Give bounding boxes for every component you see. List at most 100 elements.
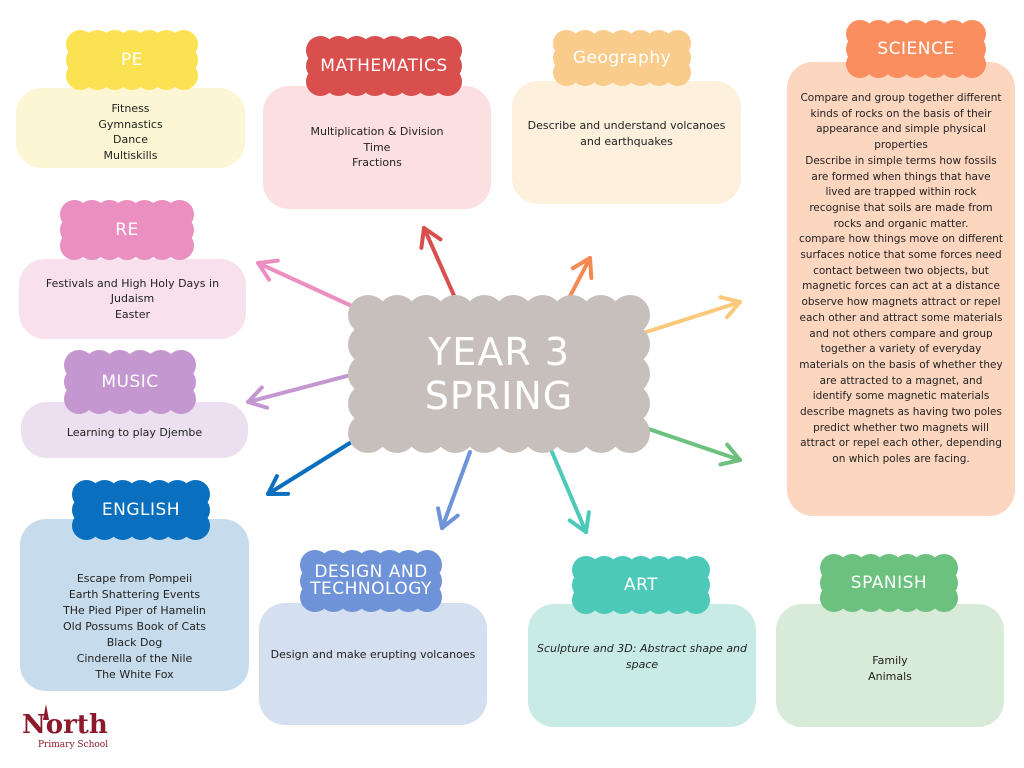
science-item: describe magnets as having two poles bbox=[800, 406, 1002, 419]
science-item: properties bbox=[874, 139, 928, 152]
science-item: and not others compare and group bbox=[809, 327, 993, 340]
music-item: Learning to play Djembe bbox=[66, 426, 203, 440]
logo-spire-icon bbox=[43, 704, 49, 720]
science-item: Describe in simple terms how fossils bbox=[805, 154, 997, 167]
arrow-dt bbox=[436, 450, 472, 530]
art-item: space bbox=[625, 657, 659, 671]
english-item: Earth Shattering Events bbox=[68, 588, 201, 601]
mathematics-item: Time bbox=[363, 140, 391, 154]
mathematics-label: MATHEMATICS bbox=[320, 55, 448, 76]
science-item: are attracted to a magnet, and bbox=[819, 374, 983, 387]
english-item: Cinderella of the Nile bbox=[76, 652, 193, 665]
dt-label-line-2: TECHNOLOGY bbox=[310, 579, 432, 599]
art-item: Sculpture and 3D: Abstract shape and bbox=[536, 642, 748, 655]
arrow-art bbox=[550, 450, 591, 534]
spanish-box: Family Animals bbox=[776, 604, 1004, 727]
center-cloud: YEAR 3 SPRING bbox=[348, 295, 650, 453]
science-label: SCIENCE bbox=[877, 38, 955, 59]
re-label: RE bbox=[115, 219, 139, 240]
english-label: ENGLISH bbox=[101, 499, 181, 520]
arrow-mathematics bbox=[419, 226, 458, 302]
mathematics-item: Multiplication & Division bbox=[310, 125, 444, 139]
english-label-cloud: ENGLISH bbox=[72, 480, 210, 540]
pe-label-cloud: PE bbox=[66, 30, 198, 90]
arrow-science bbox=[638, 295, 742, 336]
art-cloud-shape bbox=[572, 556, 710, 614]
science-item: attract or repel each other, depending bbox=[800, 437, 1002, 450]
geography-cloud-shape bbox=[553, 30, 691, 86]
science-item: identify some magnetic materials bbox=[812, 390, 990, 403]
english-item: THe Pied Piper of Hamelin bbox=[63, 604, 206, 617]
science-item: each other and attract some materials bbox=[799, 311, 1003, 324]
logo-brand: North bbox=[22, 710, 108, 740]
music-label-cloud: MUSIC bbox=[64, 350, 196, 414]
pe-box: Fitness Gymnastics Dance Multiskills bbox=[16, 88, 245, 168]
mathematics-cloud-shape bbox=[306, 36, 462, 96]
geography-box: Describe and understand volcanoes and ea… bbox=[512, 81, 741, 204]
re-item: Judaism bbox=[110, 292, 155, 306]
science-item: magnetic forces can act at a distance bbox=[802, 280, 1000, 293]
science-item: surfaces notice that some forces need bbox=[800, 249, 1002, 262]
dt-cloud-shape bbox=[300, 550, 442, 612]
science-item: appearance and simple physical bbox=[816, 123, 986, 136]
spanish-label: SPANISH bbox=[850, 572, 928, 593]
science-item: together a variety of everyday bbox=[820, 343, 982, 356]
pe-label: PE bbox=[121, 49, 143, 70]
music-label: MUSIC bbox=[101, 371, 159, 392]
arrow-music bbox=[246, 370, 364, 410]
art-label-cloud: ART bbox=[572, 556, 710, 614]
science-item: rocks and organic matter. bbox=[833, 217, 969, 230]
center-title: YEAR 3 SPRING bbox=[348, 295, 650, 453]
geography-item: and earthquakes bbox=[580, 134, 673, 148]
science-item: kinds of rocks on the basis of their bbox=[810, 107, 992, 120]
re-cloud-shape bbox=[60, 200, 194, 260]
geography-item: Describe and understand volcanoes bbox=[527, 119, 726, 132]
art-box: Sculpture and 3D: Abstract shape and spa… bbox=[528, 604, 756, 727]
dt-item: Design and make erupting volcanoes bbox=[270, 648, 476, 662]
dt-box: Design and make erupting volcanoes bbox=[259, 603, 487, 725]
science-item: observe how magnets attract or repel bbox=[801, 296, 1001, 309]
center-cloud-shape bbox=[348, 295, 650, 453]
dt-label: DESIGN AND TECHNOLOGY bbox=[300, 550, 442, 612]
science-item: on which poles are facing. bbox=[832, 453, 970, 466]
spanish-cloud-shape bbox=[820, 554, 958, 612]
center-title-line-2: SPRING bbox=[424, 374, 574, 418]
geography-label-cloud: Geography bbox=[553, 30, 691, 86]
science-box: Compare and group together different kind… bbox=[787, 62, 1015, 516]
science-item: lived are trapped within rock bbox=[825, 186, 977, 199]
dt-label-line-1: DESIGN AND bbox=[314, 562, 428, 582]
science-item: compare how things move on different bbox=[799, 233, 1003, 246]
re-label-cloud: RE bbox=[60, 200, 194, 260]
pe-item: Fitness bbox=[111, 102, 150, 115]
science-item: recognise that soils are made from bbox=[809, 201, 993, 214]
mathematics-label-cloud: MATHEMATICS bbox=[306, 36, 462, 96]
geography-label: Geography bbox=[572, 47, 672, 68]
dt-label-cloud: DESIGN AND TECHNOLOGY bbox=[300, 550, 442, 612]
science-item: predict whether two magnets will bbox=[813, 421, 989, 434]
mathematics-item: Fractions bbox=[352, 156, 402, 170]
spanish-item: Animals bbox=[868, 669, 912, 683]
english-cloud-shape bbox=[72, 480, 210, 540]
english-item: Old Possums Book of Cats bbox=[63, 620, 206, 633]
re-item: Easter bbox=[114, 307, 151, 321]
english-item: Black Dog bbox=[106, 636, 163, 649]
science-item: are formed when things that have bbox=[811, 170, 991, 183]
english-item: The White Fox bbox=[95, 668, 174, 681]
school-logo: North Primary School bbox=[16, 700, 109, 758]
pe-item: Dance bbox=[113, 133, 148, 146]
science-label-cloud: SCIENCE bbox=[846, 20, 986, 78]
pe-item: Gymnastics bbox=[98, 117, 163, 131]
science-item: materials on the basis of whether they bbox=[799, 358, 1003, 371]
spanish-label-cloud: SPANISH bbox=[820, 554, 958, 612]
mathematics-box: Multiplication & Division Time Fractions bbox=[263, 86, 491, 209]
re-box: Festivals and High Holy Days in Judaism … bbox=[19, 259, 246, 339]
center-title-line-1: YEAR 3 bbox=[428, 330, 570, 374]
science-item: Compare and group together different bbox=[800, 92, 1002, 104]
logo-subtitle: Primary School bbox=[38, 740, 109, 750]
pe-cloud-shape bbox=[66, 30, 198, 90]
arrow-geography bbox=[566, 256, 594, 302]
art-label: ART bbox=[623, 574, 659, 595]
english-box: Escape from Pompeii Earth Shattering Eve… bbox=[20, 519, 249, 691]
english-item: Escape from Pompeii bbox=[76, 572, 193, 585]
